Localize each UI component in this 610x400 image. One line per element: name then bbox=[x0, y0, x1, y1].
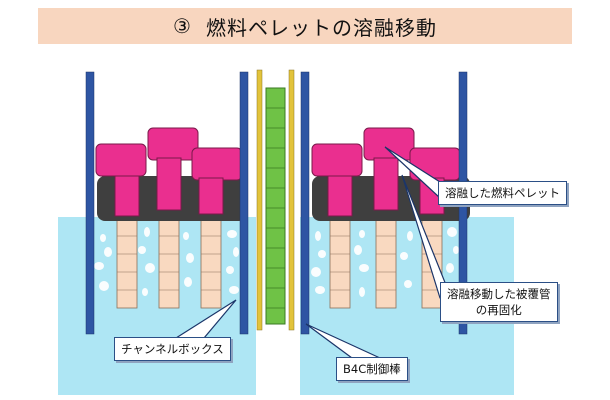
bubble-icon bbox=[359, 264, 369, 272]
label-relocated-cladding: 溶融移動した被覆管 の再固化 bbox=[440, 282, 558, 322]
bubble-icon bbox=[138, 246, 146, 254]
bubble-icon bbox=[99, 281, 109, 291]
bubble-icon bbox=[359, 287, 365, 297]
bubble-icon bbox=[233, 247, 239, 257]
bubble-icon bbox=[404, 280, 412, 288]
bubble-icon bbox=[227, 230, 237, 238]
bubble-icon bbox=[94, 262, 104, 270]
bubble-icon bbox=[145, 263, 155, 273]
label-control-rod: B4C制御棒 bbox=[336, 357, 408, 381]
molten-pellet-right bbox=[311, 127, 461, 217]
title-number: ③ bbox=[173, 14, 192, 38]
bubble-icon bbox=[407, 231, 413, 241]
bubble-icon bbox=[142, 288, 148, 296]
bubble-icon bbox=[226, 266, 234, 274]
bubble-icon bbox=[359, 230, 365, 238]
bubble-icon bbox=[446, 263, 454, 273]
label-channel-box: チャンネルボックス bbox=[114, 337, 231, 361]
bubble-icon bbox=[183, 232, 189, 240]
title-banner: ③ 燃料ペレットの溶融移動 bbox=[38, 8, 572, 44]
control-rod bbox=[256, 69, 295, 331]
bubble-group bbox=[94, 227, 459, 297]
bubble-icon bbox=[104, 247, 112, 257]
bubble-icon bbox=[318, 250, 326, 258]
bubble-icon bbox=[400, 252, 408, 260]
bubble-icon bbox=[311, 267, 321, 277]
bubble-icon bbox=[100, 234, 106, 242]
title-text: 燃料ペレットの溶融移動 bbox=[205, 15, 437, 40]
bubble-icon bbox=[186, 253, 194, 263]
bubble-icon bbox=[184, 277, 192, 287]
bubble-icon bbox=[315, 286, 325, 294]
bubble-icon bbox=[453, 246, 459, 254]
bubble-icon bbox=[447, 227, 457, 237]
molten-pellet-left bbox=[95, 127, 243, 217]
leader-line-icon bbox=[173, 146, 453, 359]
bubble-icon bbox=[144, 227, 150, 237]
bubble-icon bbox=[315, 231, 321, 241]
label-molten-pellet: 溶融した燃料ペレット bbox=[438, 181, 567, 205]
bubble-icon bbox=[229, 286, 239, 294]
bubble-icon bbox=[354, 245, 362, 255]
